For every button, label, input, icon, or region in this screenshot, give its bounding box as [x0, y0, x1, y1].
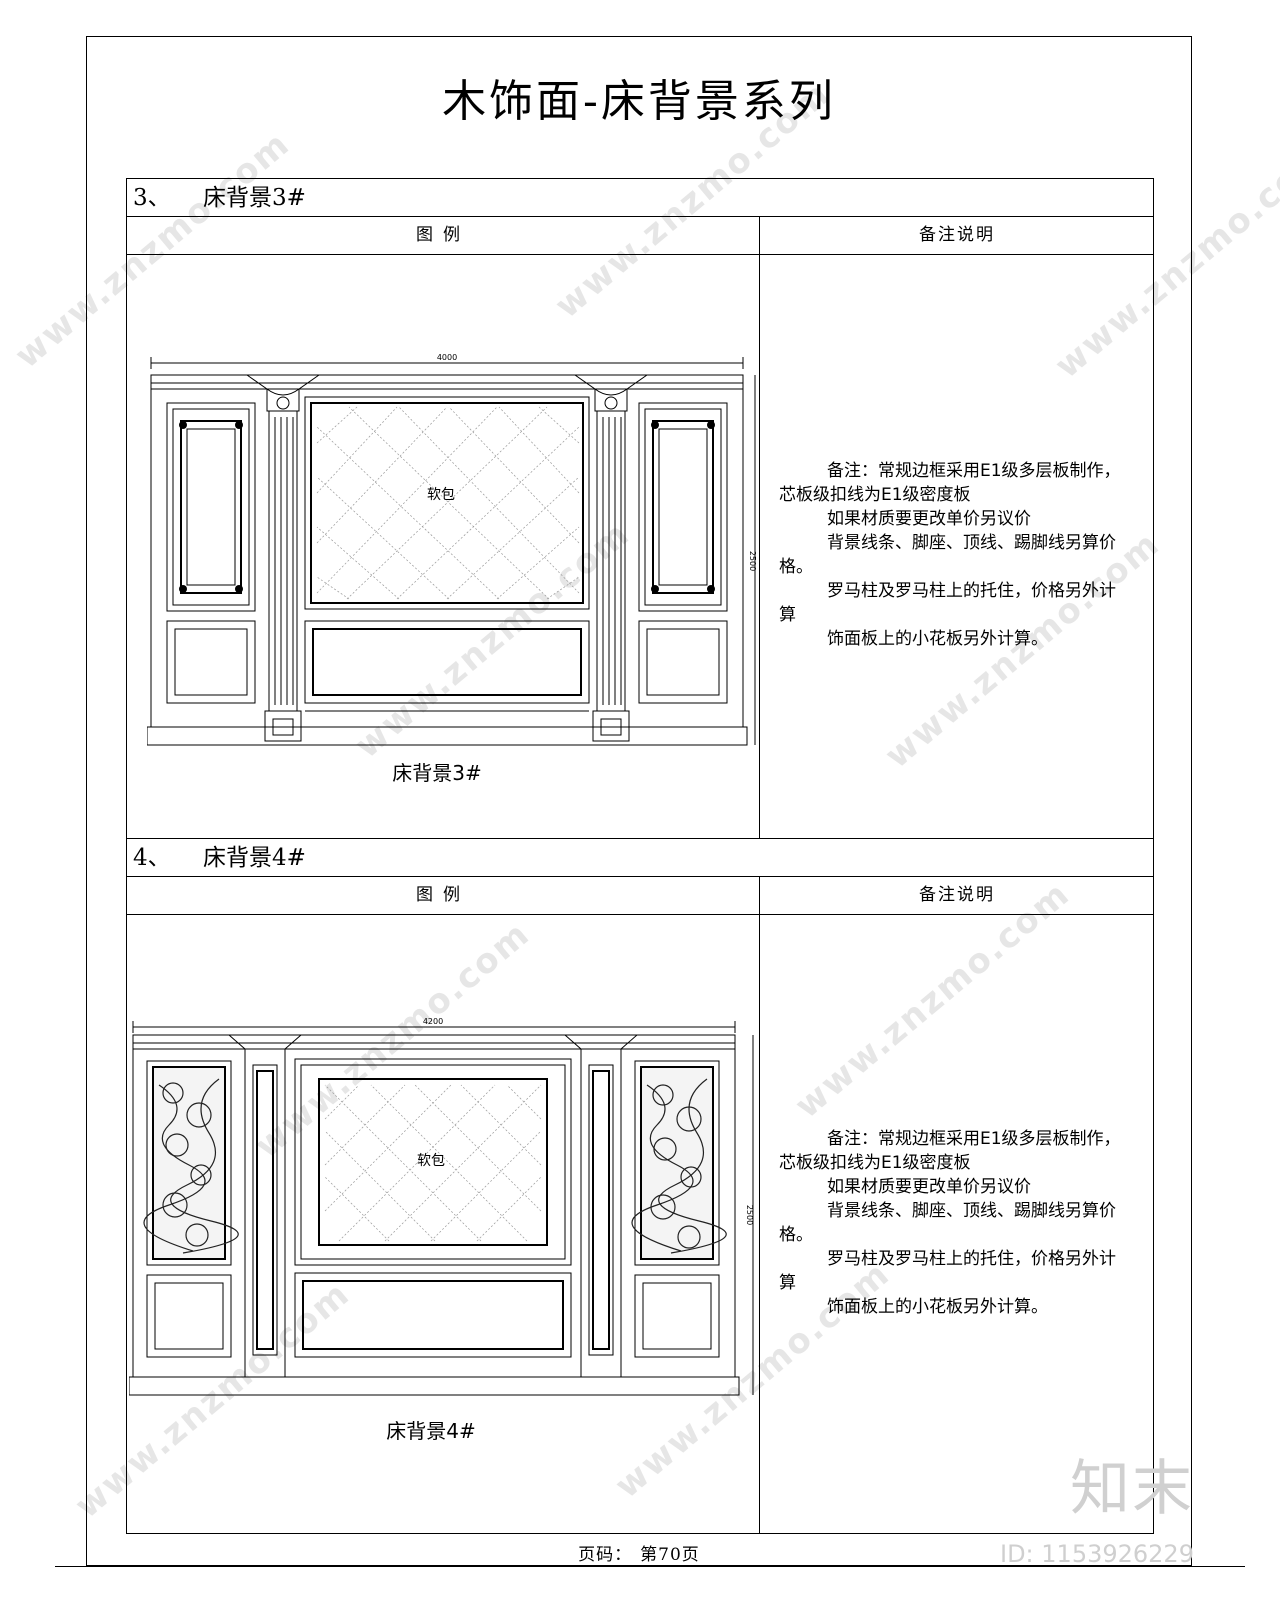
dimension-height: 2500: [745, 1205, 754, 1225]
drawing-sheet-border: [86, 36, 1192, 1566]
spec-table: 3、床背景3# 图例 备注说明 4000 2500: [126, 178, 1154, 1534]
dimension-width: 4000: [437, 353, 457, 362]
panel-label: 软包: [427, 487, 455, 503]
column-header-legend: 图例: [416, 225, 470, 245]
watermark-id: ID: 1153926229: [1000, 1540, 1194, 1568]
note-line: 背景线条、脚座、顶线、踢脚线另算价格。: [779, 533, 1116, 577]
section-name: 床背景4#: [203, 845, 306, 871]
notes-block: 备注：常规边框采用E1级多层板制作，芯板级扣线为E1级密度板 如果材质要更改单价…: [779, 1127, 1124, 1319]
section-number: 3、: [133, 185, 171, 211]
section-body: 4200 2500: [127, 915, 1153, 1533]
dimension-width: 4200: [423, 1017, 443, 1026]
note-line: 如果材质要更改单价另议价: [827, 1177, 1031, 1197]
column-divider: [759, 217, 760, 839]
elevation-drawing-4: 4200 2500: [129, 1017, 754, 1396]
watermark-brand: 知末: [1070, 1454, 1194, 1524]
note-line: 罗马柱及罗马柱上的托住，价格另外计算: [779, 1249, 1116, 1293]
note-line: 饰面板上的小花板另外计算。: [827, 1297, 1048, 1317]
page-title: 木饰面-床背景系列: [442, 76, 836, 127]
note-line: 罗马柱及罗马柱上的托住，价格另外计算: [779, 581, 1116, 625]
note-line: 如果材质要更改单价另议价: [827, 509, 1031, 529]
page-footer: 页码： 第70页: [86, 1540, 1192, 1565]
drawing-caption: 床背景4#: [386, 1419, 476, 1443]
notes-block: 备注：常规边框采用E1级多层板制作，芯板级扣线为E1级密度板 如果材质要更改单价…: [779, 459, 1124, 651]
note-line: 饰面板上的小花板另外计算。: [827, 629, 1048, 649]
column-header-row: 图例 备注说明: [127, 217, 1153, 255]
section-bed-background-4: 4、床背景4# 图例 备注说明 4200 2500: [127, 839, 1153, 1535]
column-header-notes: 备注说明: [919, 885, 995, 905]
column-header-row: 图例 备注说明: [127, 877, 1153, 915]
section-title: 4、 床背景4#: [127, 839, 1153, 877]
note-line: 备注：常规边框采用E1级多层板制作，芯板级扣线为E1级密度板: [779, 461, 1121, 505]
column-divider: [759, 877, 760, 1533]
column-header-legend: 图例: [416, 885, 470, 905]
footer-label: 页码：: [578, 1545, 633, 1565]
section-bed-background-3: 3、床背景3# 图例 备注说明 4000 2500: [127, 179, 1153, 839]
elevation-drawing-3: 4000 2500: [147, 353, 757, 746]
section-title: 3、 床背景3#: [127, 179, 1153, 217]
section-number: 4、: [133, 845, 171, 871]
note-line: 背景线条、脚座、顶线、踢脚线另算价格。: [779, 1201, 1116, 1245]
panel-label: 软包: [417, 1153, 445, 1169]
section-body: 4000 2500: [127, 255, 1153, 839]
note-line: 备注：常规边框采用E1级多层板制作，芯板级扣线为E1级密度板: [779, 1129, 1121, 1173]
footer-page-number: 第70页: [640, 1545, 700, 1565]
bottom-rule: [55, 1566, 1245, 1567]
column-header-notes: 备注说明: [919, 225, 995, 245]
drawing-caption: 床背景3#: [392, 761, 482, 785]
section-name: 床背景3#: [203, 185, 306, 211]
dimension-height: 2500: [748, 551, 757, 571]
